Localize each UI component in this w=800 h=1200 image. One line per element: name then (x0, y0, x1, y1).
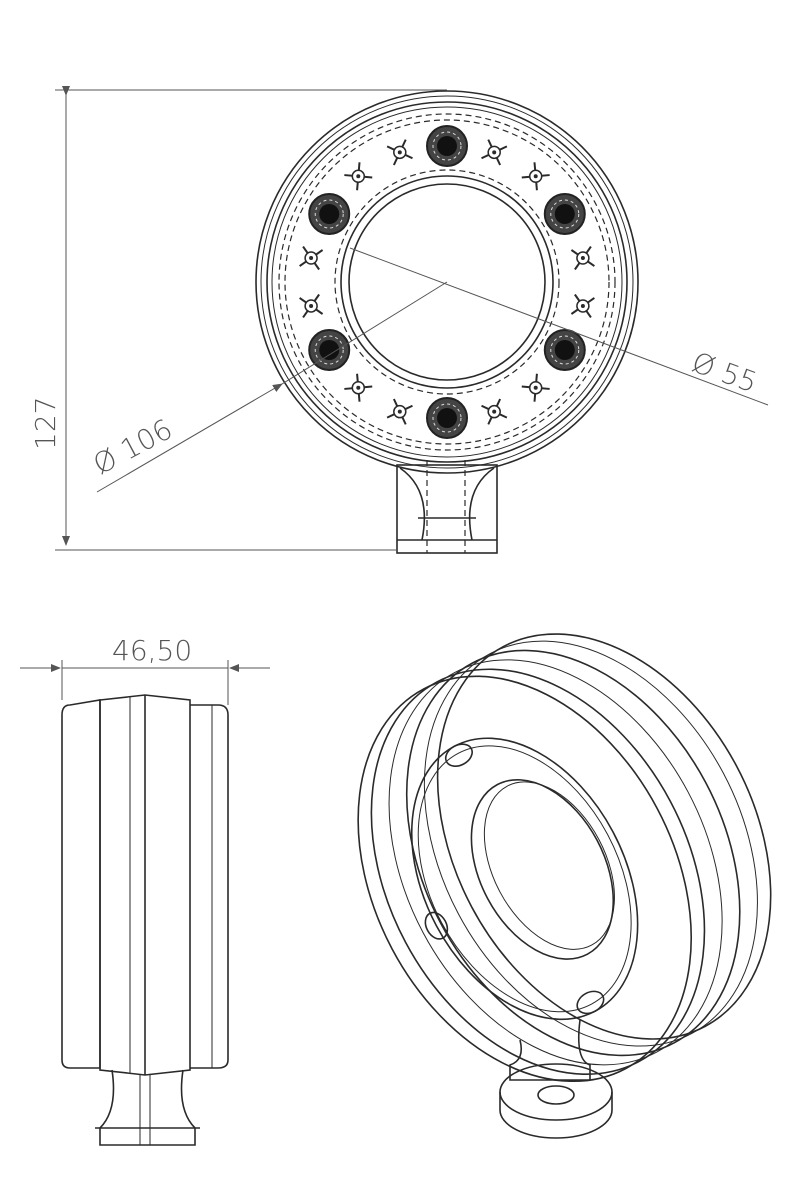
led-array (299, 125, 595, 439)
height-label: 127 (29, 397, 62, 450)
height-dimension: 127 (29, 86, 447, 551)
small-led (481, 398, 508, 425)
small-led (481, 139, 508, 166)
large-led (426, 397, 468, 439)
front-view: 127 Ø 106 Ø 55 (29, 86, 769, 554)
large-led (308, 193, 351, 235)
isometric-view (357, 633, 772, 1083)
isometric-mount (499, 1019, 613, 1139)
small-led (344, 162, 373, 191)
small-led (344, 373, 373, 402)
small-led (299, 293, 324, 319)
large-led (543, 193, 586, 235)
small-led (299, 245, 324, 271)
small-led (386, 139, 413, 166)
inner-hole (348, 183, 546, 381)
small-led (521, 373, 550, 402)
front-mount (396, 460, 498, 554)
front-ring-body (255, 90, 639, 474)
depth-dimension: 46,50 (20, 634, 270, 705)
inner-diameter-label: Ø 55 (688, 346, 762, 400)
small-led (570, 293, 595, 319)
large-led (543, 329, 586, 371)
large-led (426, 125, 468, 167)
small-led (570, 245, 595, 271)
side-view: 46,50 (20, 634, 270, 1146)
depth-label: 46,50 (112, 634, 192, 667)
large-led (308, 329, 351, 371)
small-led (386, 398, 413, 425)
small-led (521, 162, 550, 191)
